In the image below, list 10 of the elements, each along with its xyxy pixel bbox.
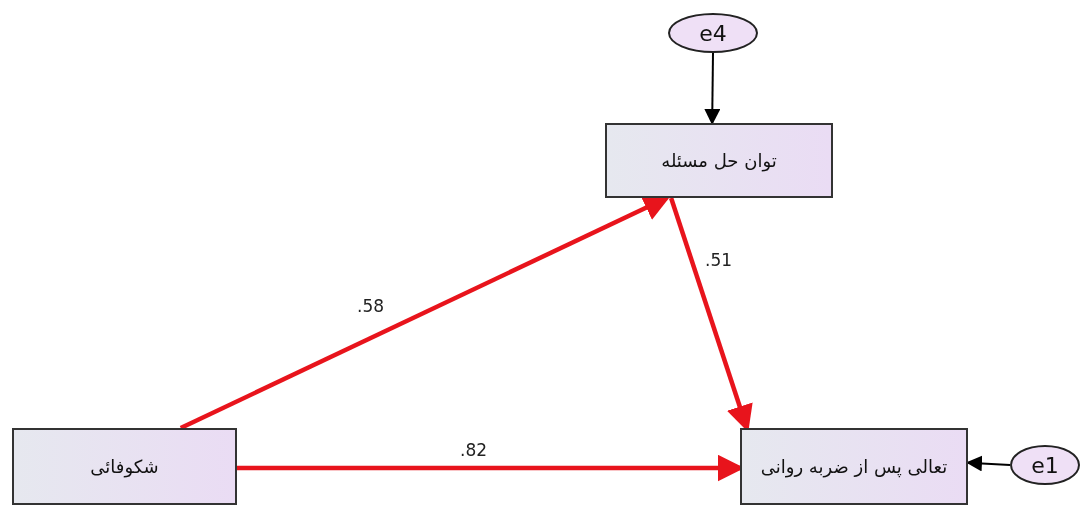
error-ellipse bbox=[1010, 445, 1080, 485]
node-label: شکوفائی bbox=[90, 456, 159, 477]
path-arrow bbox=[704, 52, 721, 125]
node-label: توان حل مسئله bbox=[661, 150, 777, 171]
node-label: e1 bbox=[1031, 452, 1059, 478]
node-label: تعالی پس از ضربه روانی bbox=[760, 456, 948, 477]
node-label: e4 bbox=[699, 20, 727, 46]
variable-box bbox=[740, 428, 968, 505]
variable-box bbox=[12, 428, 237, 505]
variable-box bbox=[605, 123, 833, 198]
